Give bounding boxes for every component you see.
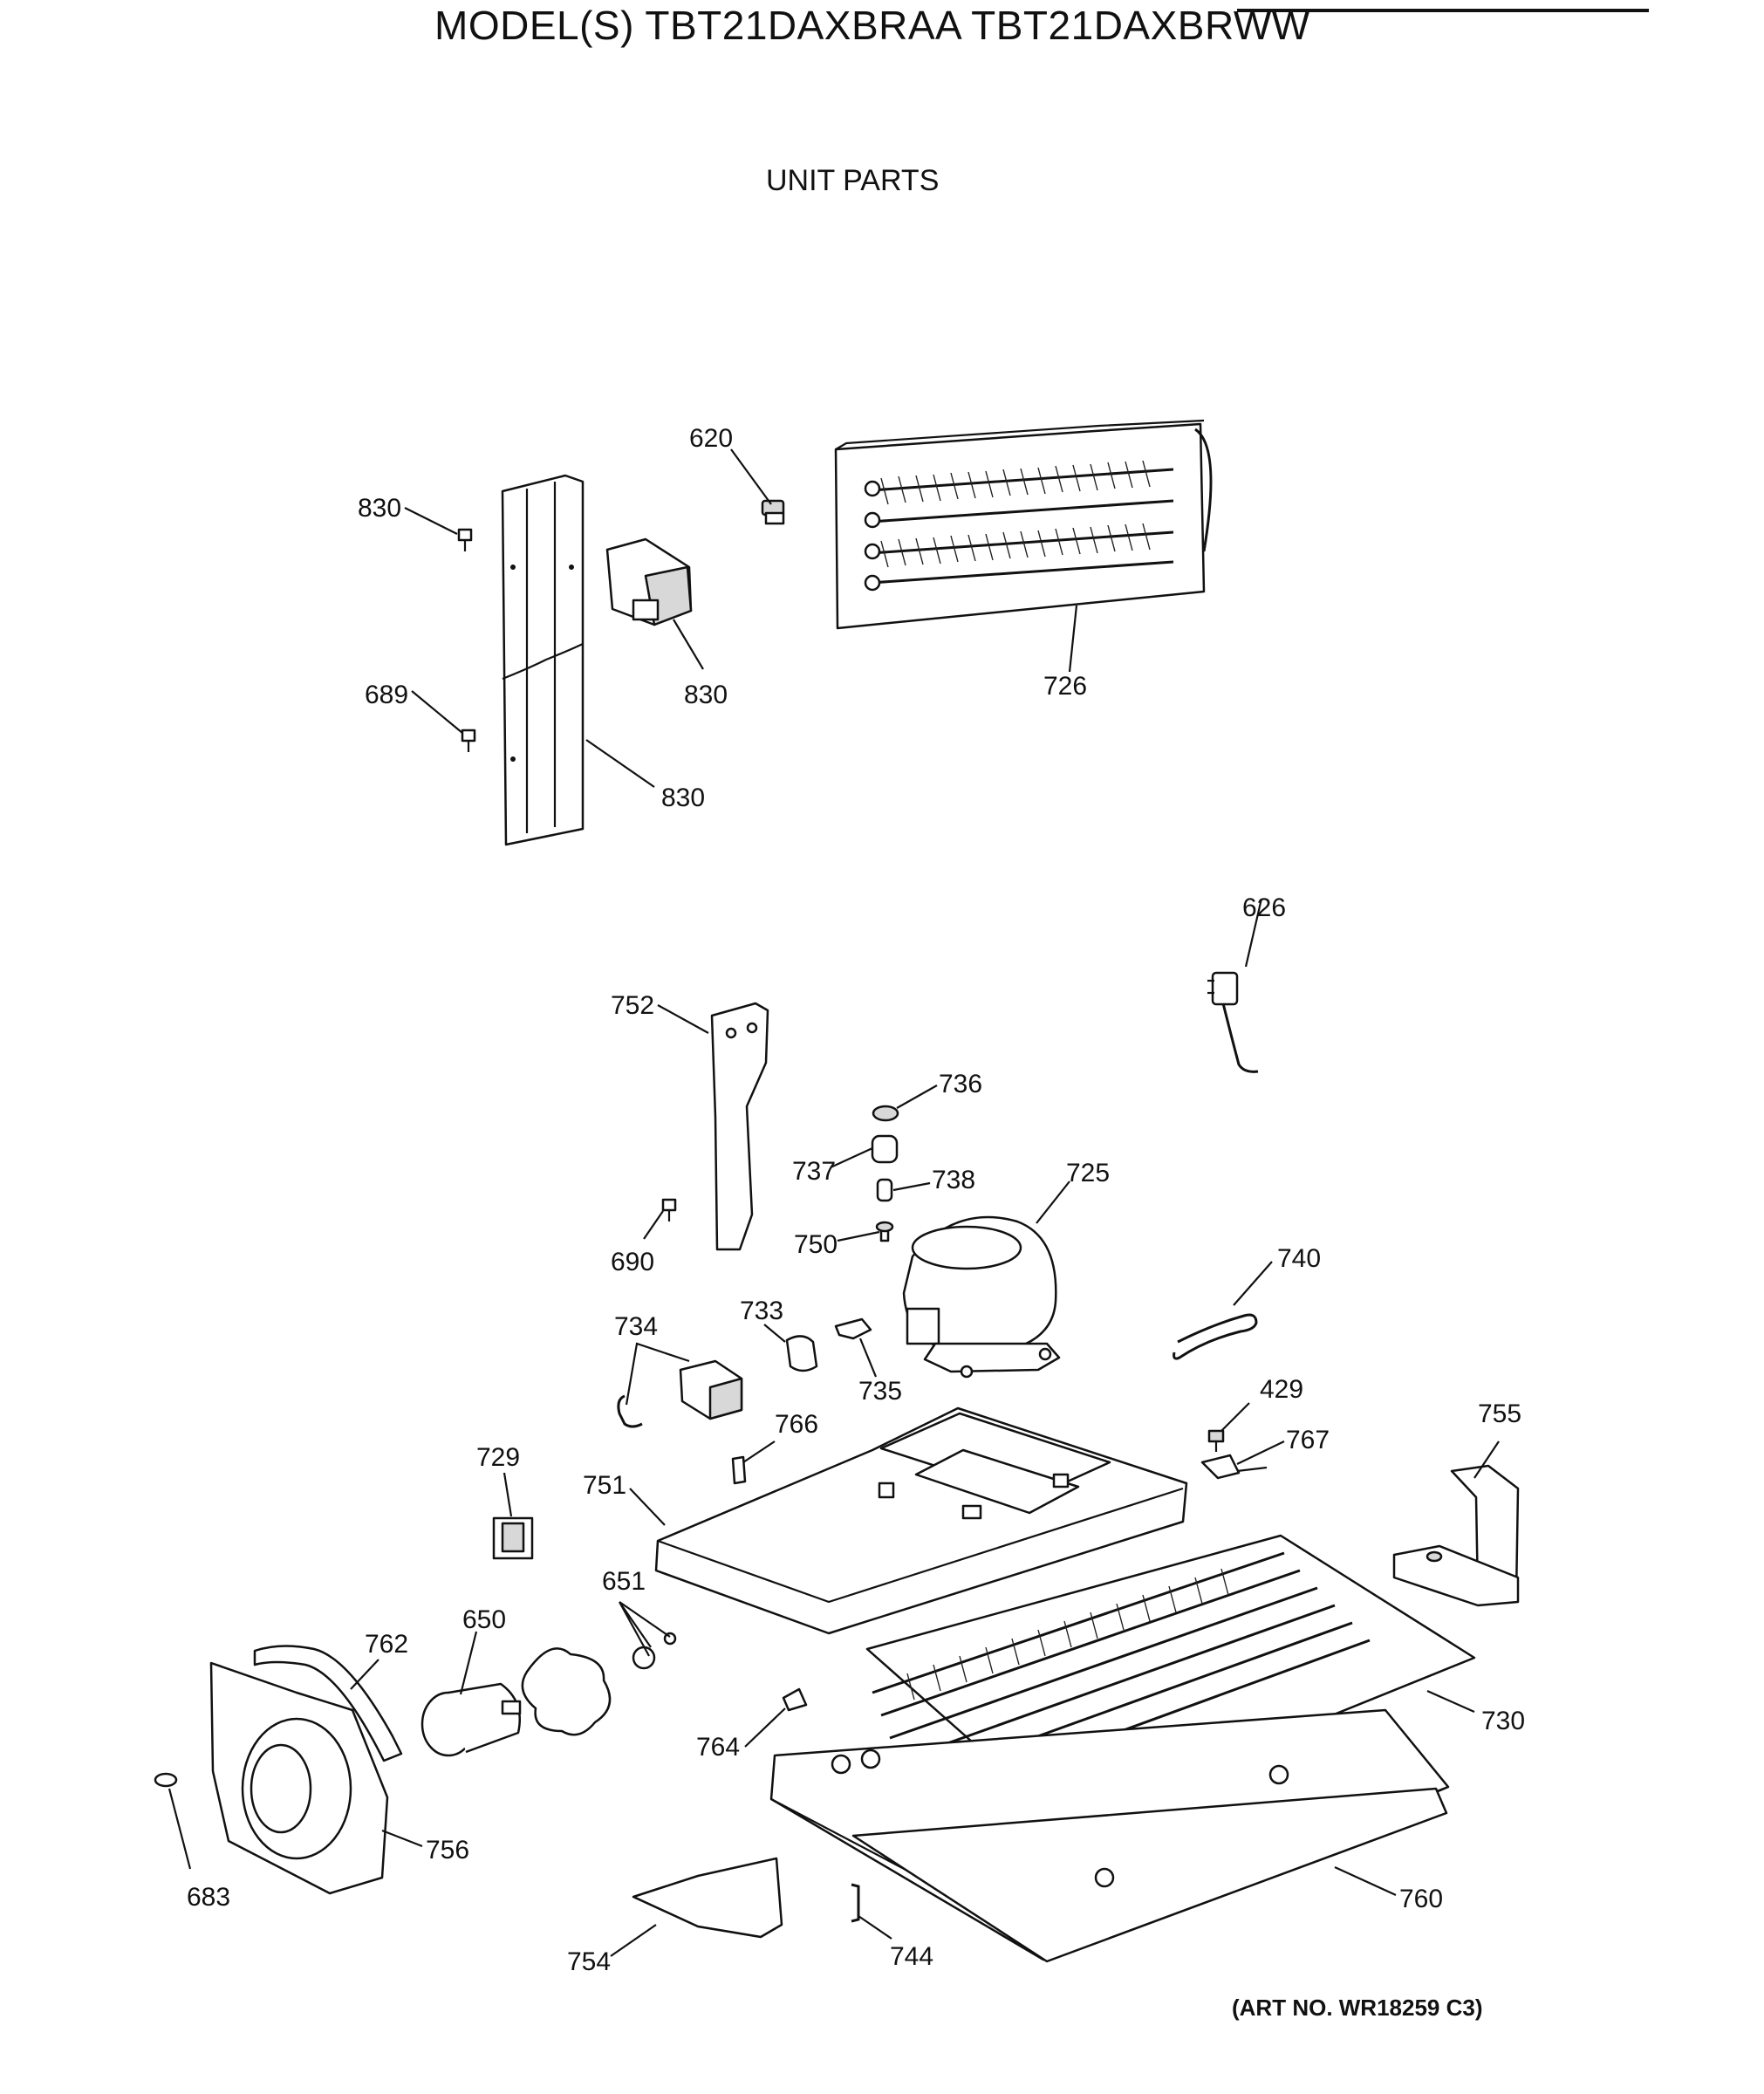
callout-752: 752 (611, 991, 654, 1020)
leader-lines (168, 448, 1500, 1957)
callout-683: 683 (187, 1883, 230, 1912)
screw-690 (661, 1198, 677, 1222)
capacitor-729 (492, 1516, 534, 1560)
callout-754: 754 (567, 1947, 611, 1976)
art-number: (ART NO. WR18259 C3) (1232, 1995, 1483, 2021)
relay-box-830 (605, 537, 693, 626)
callout-760: 760 (1399, 1885, 1443, 1913)
spring-740 (1173, 1313, 1258, 1360)
gasket-762 (253, 1645, 403, 1762)
callout-736: 736 (939, 1070, 982, 1098)
callout-729: 729 (476, 1443, 520, 1472)
callout-830-screw: 830 (358, 494, 401, 523)
fan-motor-650 (420, 1682, 522, 1757)
section-title: UNIT PARTS (766, 164, 940, 197)
callout-750: 750 (794, 1230, 838, 1259)
model-title: MODEL(S) TBT21DAXBRAA TBT21DAXBRWW (434, 3, 1310, 48)
callout-740: 740 (1277, 1244, 1321, 1273)
callout-620: 620 (689, 424, 733, 453)
floor-pan-760 (769, 1708, 1450, 1963)
callout-650: 650 (462, 1605, 506, 1634)
callout-734: 734 (614, 1312, 658, 1341)
bracket-752 (710, 1002, 769, 1251)
condenser-coil (834, 419, 1213, 630)
callout-756: 756 (426, 1836, 469, 1865)
clip-764 (782, 1687, 808, 1712)
callout-762: 762 (365, 1630, 408, 1659)
screw-689 (461, 729, 476, 752)
callout-726: 726 (1043, 672, 1087, 701)
callout-737: 737 (792, 1157, 836, 1186)
callout-755: 755 (1478, 1399, 1521, 1428)
overload-733 (785, 1335, 818, 1372)
screw-830 (457, 528, 473, 551)
base-pan-751 (654, 1406, 1188, 1635)
fan-blade-651 (521, 1632, 677, 1736)
callout-764: 764 (696, 1733, 740, 1762)
callout-651: 651 (602, 1567, 646, 1596)
callout-689: 689 (365, 681, 408, 709)
callout-751: 751 (583, 1471, 626, 1500)
callout-830-channel: 830 (661, 784, 705, 812)
bracket-755 (1392, 1464, 1520, 1607)
clip-620 (761, 499, 785, 525)
clip-766 (731, 1455, 747, 1485)
drain-trough-754 (632, 1857, 783, 1939)
channel-bracket (501, 474, 585, 846)
callout-626: 626 (1242, 893, 1286, 922)
callout-733: 733 (740, 1297, 783, 1325)
callout-735: 735 (858, 1377, 902, 1406)
callout-labels: 830 620 726 830 689 830 626 752 736 737 … (187, 424, 1525, 1976)
clip-735 (834, 1317, 872, 1340)
callout-690: 690 (611, 1248, 654, 1276)
callout-738: 738 (932, 1166, 975, 1194)
callout-730: 730 (1481, 1707, 1525, 1735)
screw-429 (1207, 1429, 1225, 1452)
fan-shroud-756 (209, 1661, 389, 1895)
callout-767: 767 (1286, 1426, 1330, 1454)
screw-683 (154, 1772, 178, 1788)
callout-744: 744 (890, 1942, 933, 1971)
clip-744 (851, 1883, 860, 1923)
grommet-stack (871, 1105, 899, 1242)
clip-767 (1200, 1454, 1241, 1480)
relay-734 (617, 1359, 743, 1428)
power-cord-626 (1207, 971, 1259, 1073)
callout-830-relay: 830 (684, 681, 728, 709)
header-rule (1237, 9, 1649, 12)
callout-725: 725 (1066, 1159, 1110, 1187)
callout-429: 429 (1260, 1375, 1303, 1404)
compressor-725 (902, 1215, 1061, 1379)
callout-766: 766 (775, 1410, 818, 1439)
